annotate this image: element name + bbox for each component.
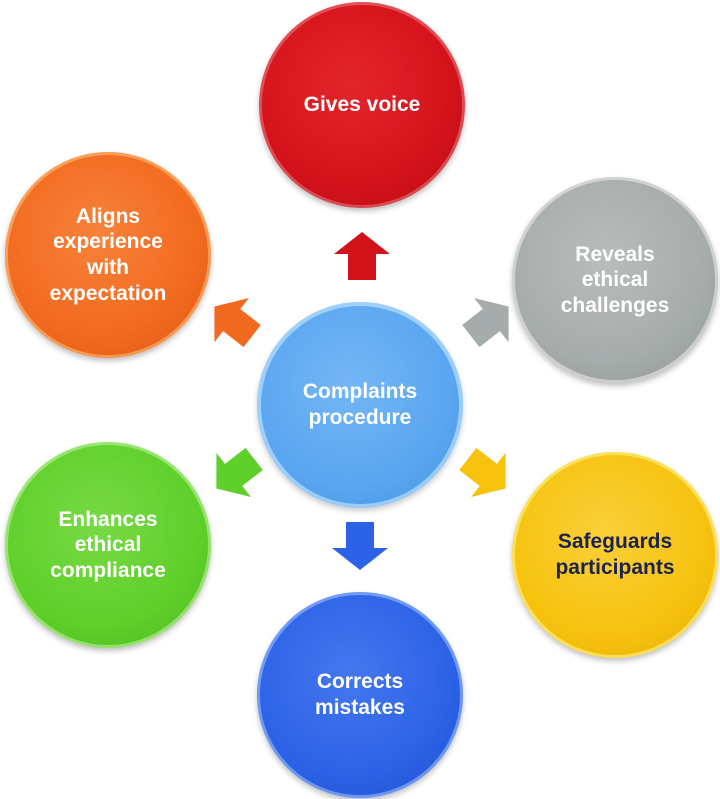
arrow-down-icon [332,522,388,570]
node-label: Corrects mistakes [315,670,405,719]
arrow-down-left-icon [216,447,263,497]
node-corrects-mistakes: Corrects mistakes [257,592,463,798]
node-aligns-experience: Aligns experience with expectation [5,152,211,358]
arrow-up-right-icon [462,298,509,348]
center-complaints-procedure: Complaints procedure [257,302,463,508]
node-safeguards-participants: Safeguards participants [512,452,718,658]
arrow-up-left-icon [214,298,261,348]
center-label: Complaints procedure [302,380,418,429]
node-enhances-compliance: Enhances ethical compliance [5,442,211,648]
node-label: Aligns experience with expectation [49,204,167,305]
node-reveals-challenges: Reveals ethical challenges [512,177,718,383]
node-label: Reveals ethical challenges [560,242,670,317]
node-label: Enhances ethical compliance [50,507,166,582]
node-label: Safeguards participants [555,530,675,579]
node-gives-voice: Gives voice [259,2,465,208]
arrow-up-icon [334,232,390,280]
node-label: Gives voice [303,93,421,117]
arrow-down-right-icon [459,447,506,497]
